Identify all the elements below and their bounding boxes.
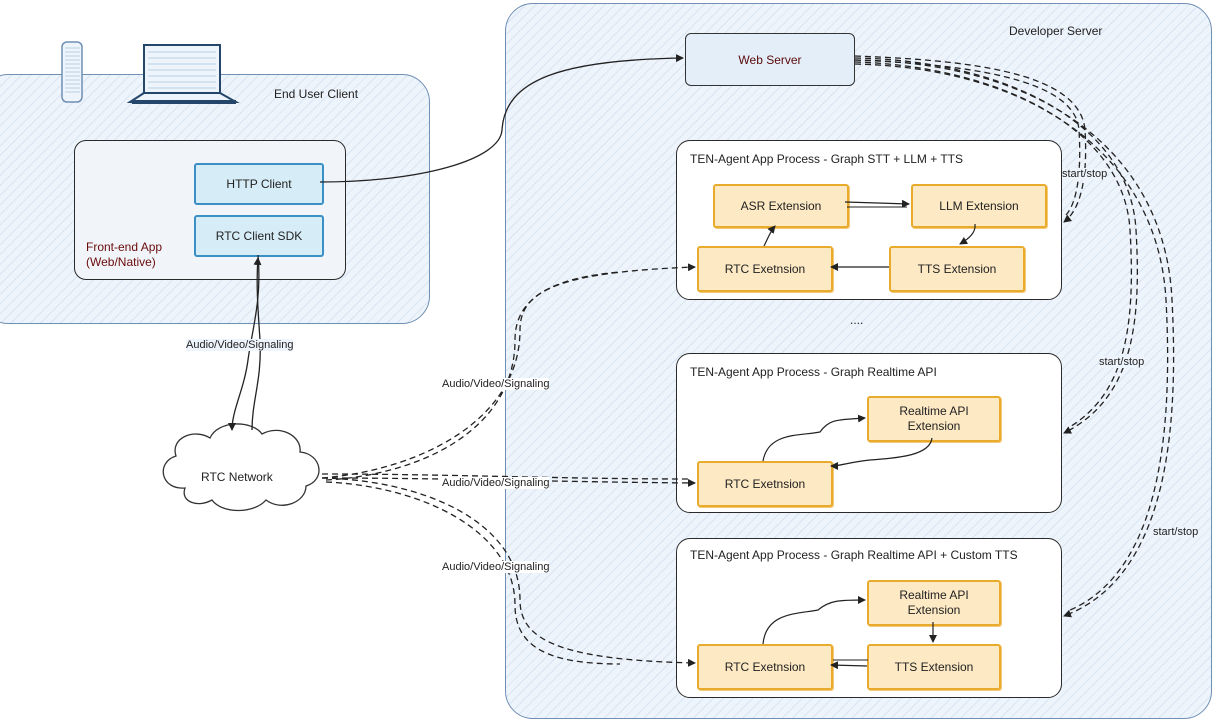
avs-label-2: Audio/Video/Signaling bbox=[442, 477, 550, 489]
graph-realtime-api-title: TEN-Agent App Process - Graph Realtime A… bbox=[690, 365, 937, 379]
rtc-extension-node[interactable]: RTC Exetnsion bbox=[697, 246, 833, 292]
asr-extension-node[interactable]: ASR Extension bbox=[713, 184, 849, 228]
rtc-network-cloud-icon bbox=[162, 423, 320, 512]
start-stop-label-2: start/stop bbox=[1099, 356, 1145, 368]
developer-server-title: Developer Server bbox=[1009, 24, 1103, 38]
end-user-client-title: End User Client bbox=[274, 87, 359, 101]
mobile-device-icon bbox=[61, 41, 83, 103]
client-avs-label: Audio/Video/Signaling bbox=[186, 339, 294, 351]
rtc-client-sdk-button[interactable]: RTC Client SDK bbox=[194, 215, 324, 257]
http-to-webserver-link bbox=[319, 54, 684, 183]
http-client-button[interactable]: HTTP Client bbox=[194, 163, 324, 205]
laptop-icon bbox=[126, 44, 240, 104]
rtc-network-label: RTC Network bbox=[201, 470, 273, 484]
rtc-extension-node[interactable]: RTC Exetnsion bbox=[697, 461, 833, 507]
rtc-extension-node[interactable]: RTC Exetnsion bbox=[697, 644, 833, 690]
llm-extension-node[interactable]: LLM Extension bbox=[911, 184, 1047, 228]
more-graphs-ellipsis: .... bbox=[850, 313, 864, 327]
client-avs-link bbox=[228, 254, 260, 431]
graph-stt-llm-tts-title: TEN-Agent App Process - Graph STT + LLM … bbox=[690, 152, 963, 166]
web-server-node[interactable]: Web Server bbox=[685, 33, 855, 86]
avs-label-3: Audio/Video/Signaling bbox=[442, 561, 550, 573]
start-stop-label-1: start/stop bbox=[1062, 168, 1108, 180]
graph-realtime-custom-tts-title: TEN-Agent App Process - Graph Realtime A… bbox=[690, 548, 1018, 562]
realtime-api-extension-node[interactable]: Realtime API Extension bbox=[867, 396, 1001, 442]
realtime-api-extension-node[interactable]: Realtime API Extension bbox=[867, 580, 1001, 626]
frontend-app-label: Front-end App (Web/Native) bbox=[86, 240, 163, 269]
tts-extension-node[interactable]: TTS Extension bbox=[867, 644, 1001, 690]
tts-extension-node[interactable]: TTS Extension bbox=[889, 246, 1025, 292]
start-stop-label-3: start/stop bbox=[1153, 526, 1199, 538]
avs-label-1: Audio/Video/Signaling bbox=[442, 378, 550, 390]
